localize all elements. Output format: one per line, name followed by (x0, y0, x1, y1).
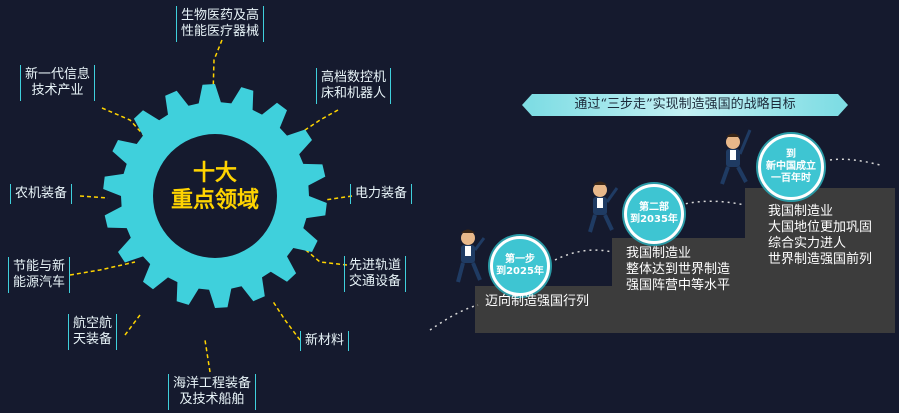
gear-icon (103, 84, 327, 308)
sector-label-line: 技术产业 (31, 83, 84, 98)
sector-label-rail: 先进轨道 交通设备 (344, 256, 407, 292)
center-title-line2: 重点领域 (170, 188, 259, 213)
step-text-line: 综合实力进人 (768, 236, 847, 251)
sector-label-marine: 海洋工程装备 及技术船舶 (168, 374, 257, 410)
step-2-text: 我国制造业 整体达到世界制造 强国阵营中等水平 (626, 246, 730, 294)
sector-label-ev: 节能与新 能源汽车 (8, 257, 71, 293)
step-text-line: 迈向制造强国行列 (485, 294, 590, 309)
step-circle-line: 第二部 (639, 202, 669, 213)
step-text-line: 我国制造业 (626, 246, 692, 261)
sector-label-line: 新材料 (305, 333, 345, 348)
step-text-line: 世界制造强国前列 (768, 252, 873, 267)
sector-label-line: 海洋工程装备 (173, 376, 252, 391)
sector-label-line: 及技术船舶 (179, 392, 245, 407)
sector-label-biomedicine: 生物医药及高 性能医疗器械 (176, 6, 265, 42)
sector-label-line: 能源汽车 (13, 275, 66, 290)
step-circle-line: 一百年时 (771, 173, 811, 184)
step-circle-line: 新中国成立 (766, 161, 816, 172)
sector-label-line: 天装备 (73, 332, 113, 347)
gear-hub (153, 134, 277, 258)
sector-label-robotics: 高档数控机 床和机器人 (316, 68, 392, 104)
center-title-line1: 十大 (192, 161, 237, 186)
step-1-circle: 第一步 到2025年 (490, 236, 550, 296)
sector-label-line: 性能医疗器械 (181, 24, 260, 39)
runner-figure-3 (720, 129, 752, 185)
dotted-path (429, 158, 881, 331)
sector-label-line: 新一代信息 (25, 67, 91, 82)
step-2-circle: 第二部 到2035年 (624, 184, 684, 244)
sector-label-line: 电力装备 (355, 186, 408, 201)
step-1-text: 迈向制造强国行列 (485, 294, 589, 310)
runner-figure-1 (456, 229, 486, 283)
sector-label-power: 电力装备 (350, 184, 413, 204)
step-circle-line: 到2025年 (496, 266, 544, 277)
step-3-circle: 到 新中国成立 一百年时 (758, 134, 824, 200)
step-circle-line: 第一步 (505, 254, 535, 265)
sector-label-line: 农机装备 (15, 186, 68, 201)
sector-label-line: 先进轨道 (349, 258, 402, 273)
sector-label-line: 高档数控机 (321, 70, 387, 85)
sector-label-materials: 新材料 (300, 331, 350, 351)
step-3-text: 我国制造业 大国地位更加巩固 综合实力进人 世界制造强国前列 (768, 204, 872, 268)
step-circle-line: 到2035年 (630, 214, 678, 225)
sector-label-aerospace: 航空航 天装备 (68, 314, 118, 350)
step-text-line: 大国地位更加巩固 (768, 220, 873, 235)
runner-figure-2 (588, 181, 619, 233)
step-text-line: 强国阵营中等水平 (626, 278, 731, 293)
sector-label-line: 生物医药及高 (181, 8, 260, 23)
sector-label-line: 航空航 (73, 316, 113, 331)
sector-label-agri: 农机装备 (10, 184, 73, 204)
stair-block (475, 188, 895, 333)
sector-label-line: 节能与新 (13, 259, 66, 274)
step-circle-line: 到 (786, 149, 796, 160)
step-text-line: 整体达到世界制造 (626, 262, 731, 277)
sector-label-it: 新一代信息 技术产业 (20, 65, 96, 101)
step-text-line: 我国制造业 (768, 204, 834, 219)
sector-label-line: 床和机器人 (321, 86, 387, 101)
strategy-banner: 通过“三步走”实现制造强国的战略目标 (522, 94, 848, 116)
sector-label-line: 交通设备 (349, 274, 402, 289)
gear-center-title: 十大 重点领域 (150, 160, 280, 214)
